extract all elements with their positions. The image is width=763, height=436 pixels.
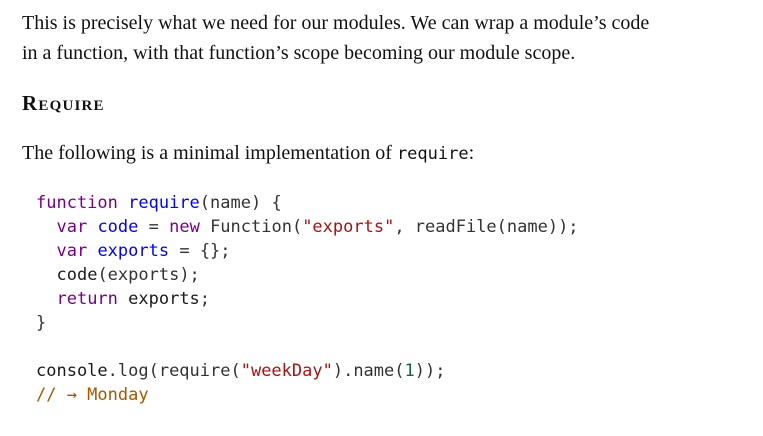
intro-line-1: This is precisely what we need for our m… [22,12,650,34]
code-block: function require(name) { var code = new … [36,191,742,407]
section-heading: Require [22,91,105,115]
lead-paragraph: The following is a minimal implementatio… [22,138,742,169]
lead-colon: : [468,142,475,164]
code-line-4: code(exports); [56,265,200,285]
code-line-3: var exports = {}; [56,241,231,261]
intro-paragraph: This is precisely what we need for our m… [22,8,742,68]
inline-code-require: require [396,144,469,164]
document-page: This is precisely what we need for our m… [22,8,742,407]
code-line-2: var code = new Function("exports", readF… [56,217,579,237]
code-line-7: console.log(require("weekDay").name(1)); [36,361,446,381]
lead-text: The following is a minimal implementatio… [22,142,397,164]
code-line-5: return exports; [56,289,211,309]
code-line-6: } [36,313,47,333]
code-line-8-comment: // → Monday [36,385,149,405]
code-blank-line [36,335,742,359]
intro-line-2: in a function, with that function’s scop… [22,42,576,64]
code-line-1: function require(name) { [36,193,282,213]
